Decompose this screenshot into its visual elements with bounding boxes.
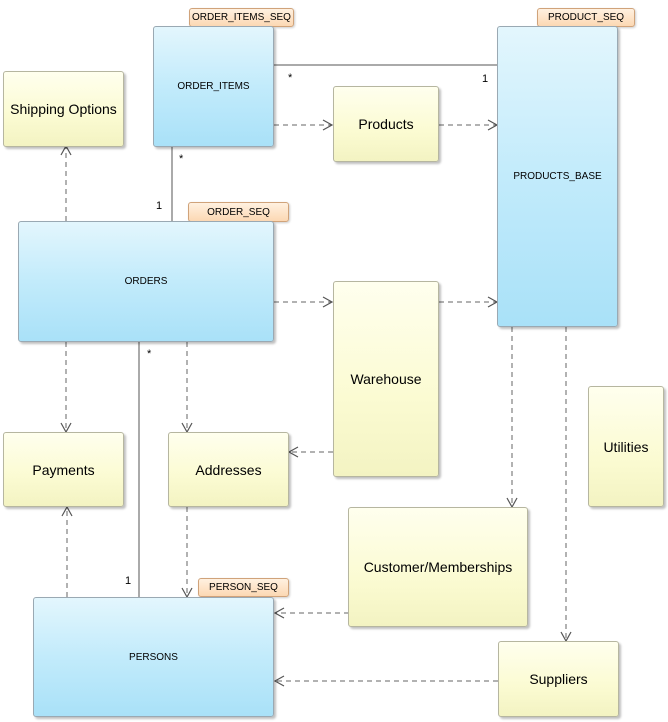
- module-customer-memberships[interactable]: Customer/Memberships: [348, 507, 528, 627]
- order-seq[interactable]: ORDER_SEQ: [188, 202, 289, 222]
- entity-products-base[interactable]: PRODUCTS_BASE: [497, 26, 618, 327]
- module-shipping-options-label: Shipping Options: [10, 101, 117, 117]
- entity-orders[interactable]: ORDERS: [18, 221, 274, 342]
- multiplicity-order-items-orders-one: 1: [156, 200, 163, 212]
- module-addresses-label: Addresses: [195, 461, 262, 478]
- module-products-label: Products: [358, 116, 414, 132]
- module-customer-memberships-label: Customer/Memberships: [363, 559, 513, 575]
- module-suppliers-label: Suppliers: [529, 671, 588, 687]
- module-products[interactable]: Products: [333, 86, 439, 162]
- multiplicity-orders-persons-many: *: [147, 348, 152, 360]
- entity-products-base-label: PRODUCTS_BASE: [513, 171, 602, 182]
- multiplicity-order-items-orders-many: *: [179, 153, 184, 165]
- module-utilities[interactable]: Utilities: [588, 386, 664, 507]
- person-seq[interactable]: PERSON_SEQ: [198, 578, 289, 597]
- multiplicity-orders-persons-one: 1: [125, 575, 132, 587]
- product-seq[interactable]: PRODUCT_SEQ: [537, 8, 635, 27]
- module-payments-label: Payments: [32, 461, 95, 478]
- multiplicity-order-items-products-base-one: 1: [482, 73, 489, 85]
- entity-order-items-label: ORDER_ITEMS: [177, 81, 250, 92]
- module-payments[interactable]: Payments: [3, 432, 124, 507]
- order-items-seq[interactable]: ORDER_ITEMS_SEQ: [189, 8, 294, 27]
- module-addresses[interactable]: Addresses: [168, 432, 289, 507]
- module-warehouse-label: Warehouse: [350, 371, 422, 387]
- module-warehouse[interactable]: Warehouse: [333, 281, 439, 477]
- entity-order-items[interactable]: ORDER_ITEMS: [153, 26, 274, 147]
- module-shipping-options[interactable]: Shipping Options: [3, 71, 124, 147]
- module-utilities-label: Utilities: [603, 438, 649, 455]
- entity-orders-label: ORDERS: [124, 276, 168, 287]
- module-suppliers[interactable]: Suppliers: [498, 641, 619, 717]
- entity-persons-label: PERSONS: [129, 651, 178, 663]
- multiplicity-order-items-products-base-many: *: [288, 72, 293, 84]
- entity-persons[interactable]: PERSONS: [33, 597, 274, 717]
